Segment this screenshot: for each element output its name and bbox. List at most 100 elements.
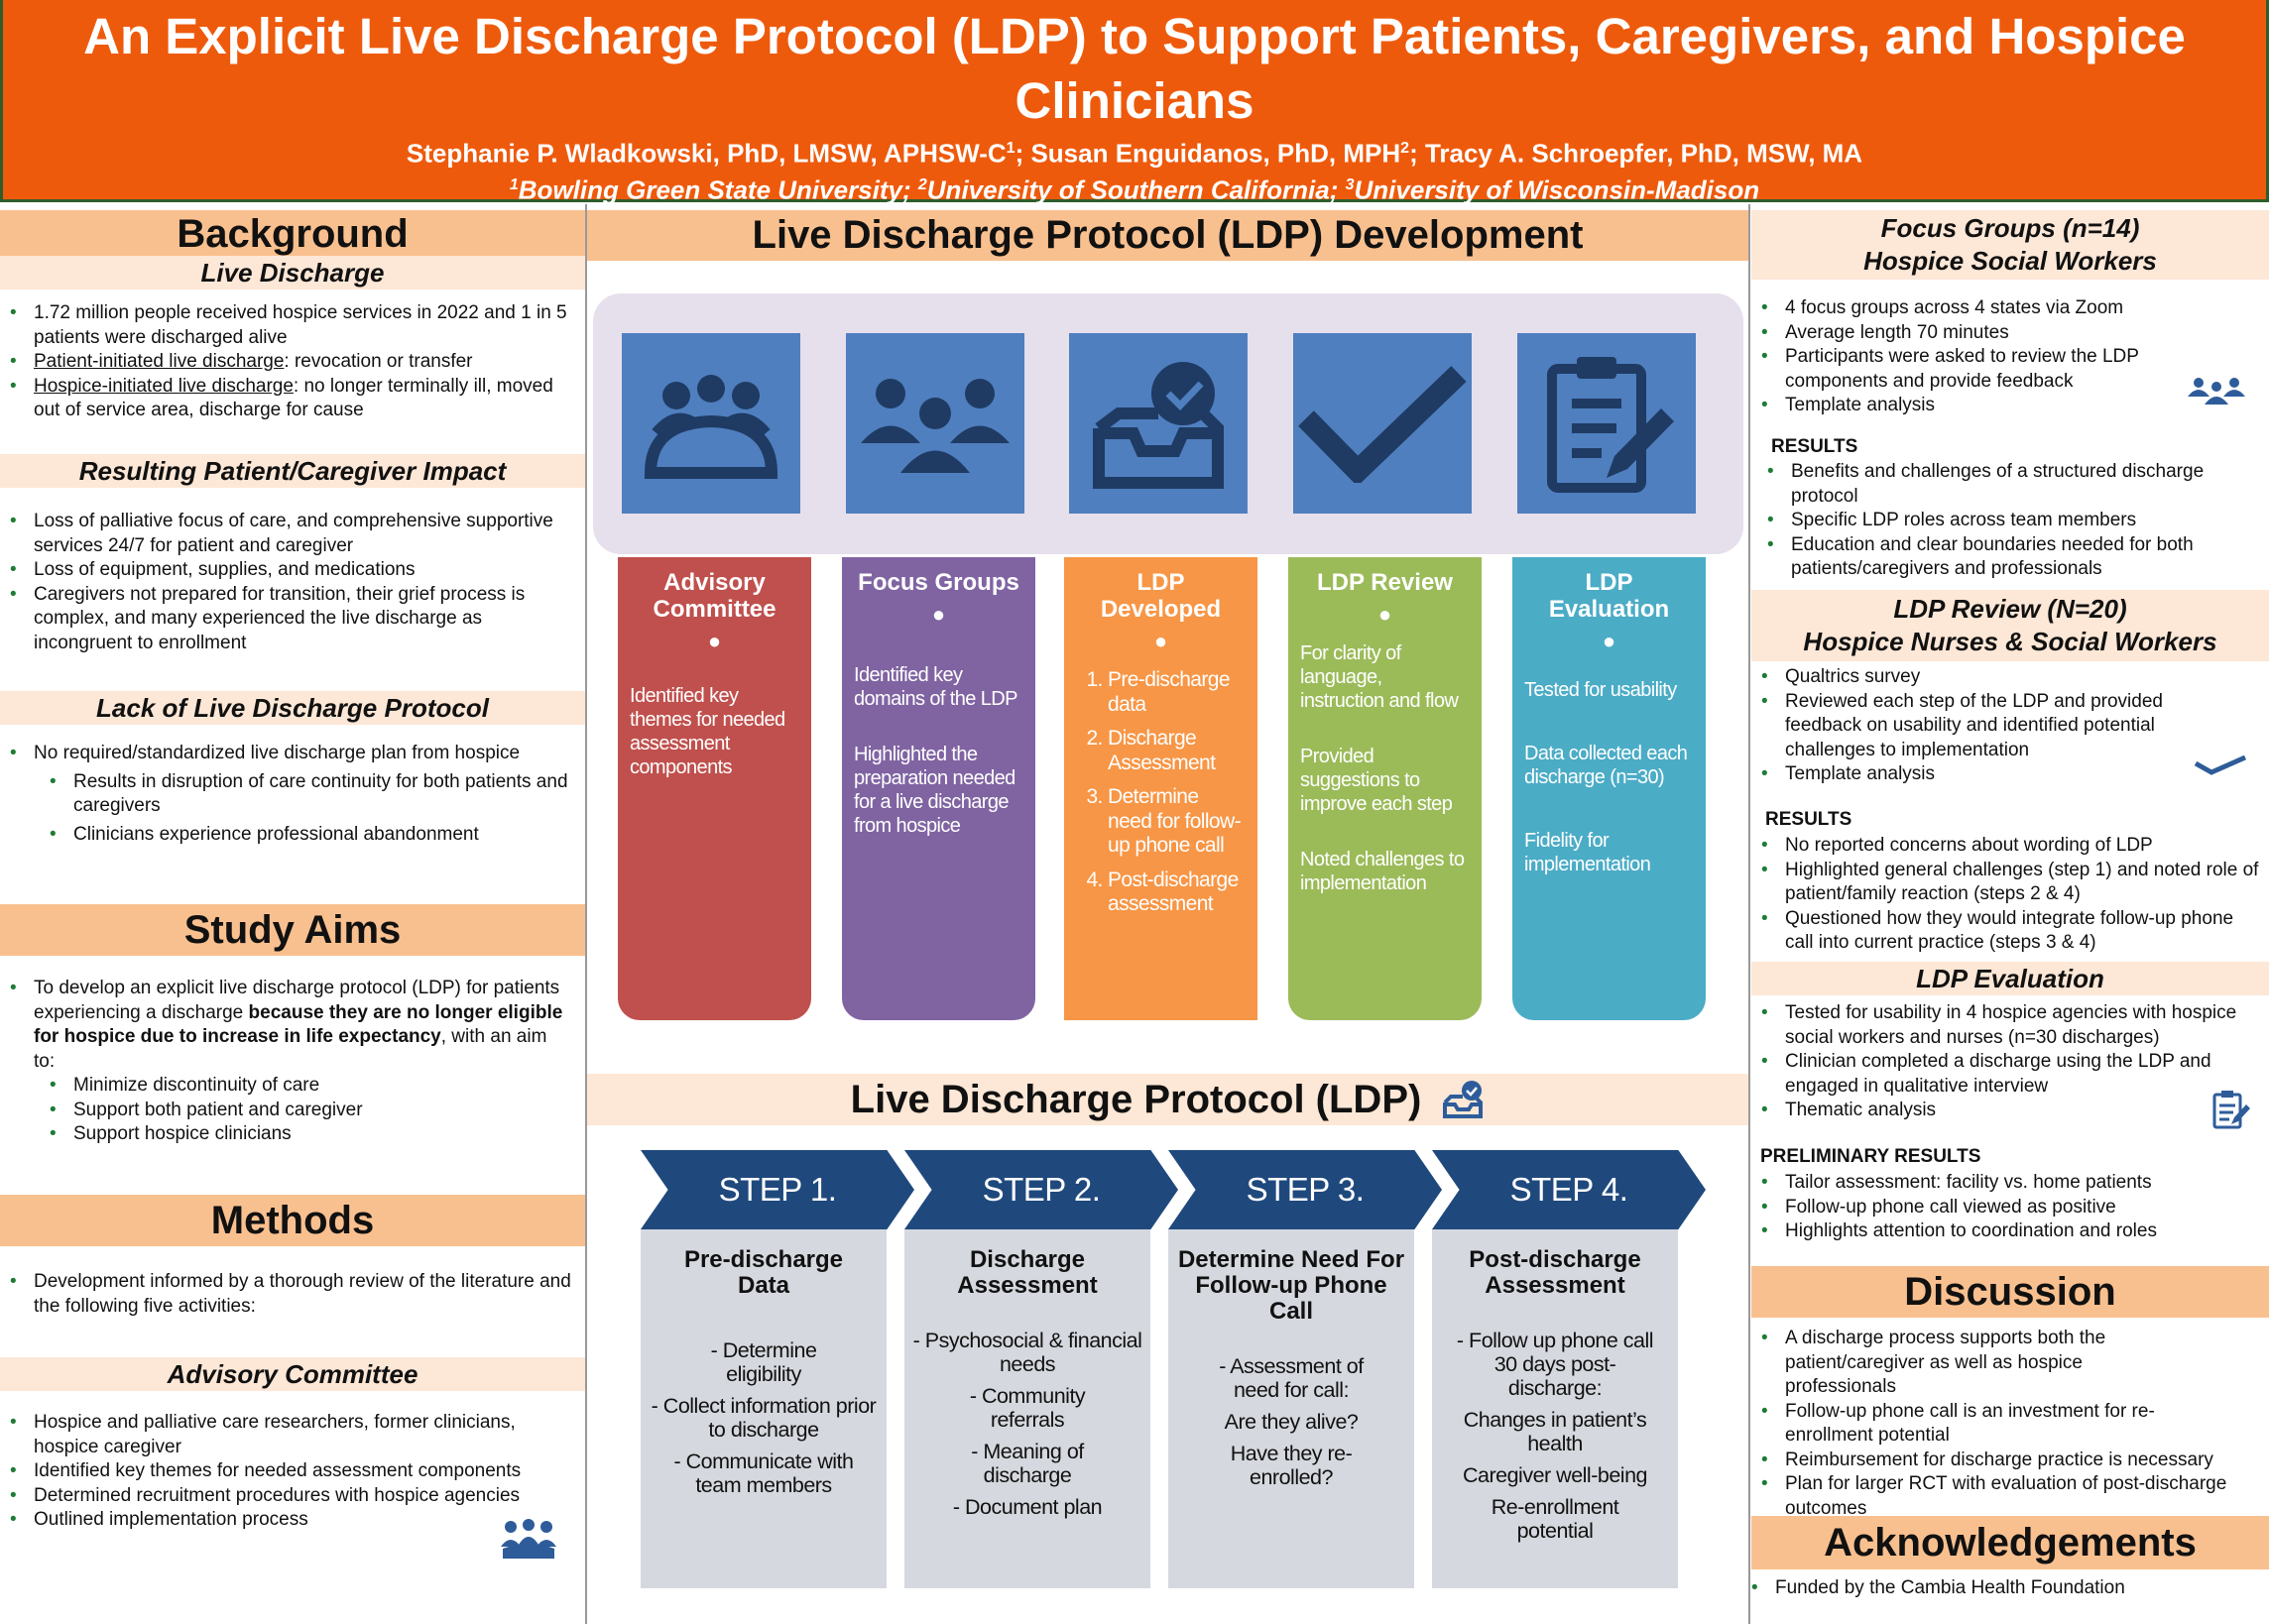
ldp-review-heading: LDP Review (N=20)Hospice Nurses & Social… bbox=[1751, 590, 2269, 661]
step-item: Discharge Assessment bbox=[1108, 727, 1246, 775]
definition: : no longer terminally ill, moved out of… bbox=[34, 375, 553, 421]
card-text: Data collected each discharge (n=30) bbox=[1524, 743, 1688, 788]
step-3-box: Determine Need For Follow-up Phone Call … bbox=[1168, 1229, 1414, 1588]
group-meeting-icon bbox=[501, 1519, 556, 1559]
author-sup: 1 bbox=[1006, 140, 1015, 157]
list-item: Loss of equipment, supplies, and medicat… bbox=[0, 558, 565, 583]
live-discharge-list: 1.72 million people received hospice ser… bbox=[0, 301, 580, 423]
people-icon bbox=[2188, 378, 2245, 405]
group-icon bbox=[846, 333, 1024, 514]
list-item: 4 focus groups across 4 states via Zoom bbox=[1751, 296, 2188, 321]
list-item: Thematic analysis bbox=[1751, 1099, 2269, 1123]
list-item: Reviewed each step of the LDP and provid… bbox=[1751, 690, 2208, 763]
step-title: Discharge Assessment bbox=[957, 1246, 1098, 1299]
aims-list: To develop an explicit live discharge pr… bbox=[0, 977, 570, 1147]
card-title: LDP Developed bbox=[1100, 569, 1222, 623]
ldp-steps-list: Pre-discharge data Discharge Assessment … bbox=[1076, 668, 1246, 917]
evaluation-list: Tested for usability in 4 hospice agenci… bbox=[1751, 1001, 2269, 1123]
review-list: Qualtrics survey Reviewed each step of t… bbox=[1751, 665, 2208, 787]
card-text: Noted challenges to implementation bbox=[1300, 849, 1465, 894]
list-item: Education and clear boundaries needed fo… bbox=[1757, 533, 2263, 582]
card-text: Identified key themes for needed assessm… bbox=[630, 685, 785, 778]
step-title: Post-discharge Assessment bbox=[1469, 1246, 1641, 1299]
step-line: Changes in patient’s health bbox=[1463, 1408, 1647, 1455]
step-title: Determine Need For Follow-up Phone Call bbox=[1177, 1246, 1405, 1325]
list-item: A discharge process supports both the pa… bbox=[1751, 1327, 2267, 1400]
aim-bold: because they are no longer eligible for … bbox=[34, 1001, 563, 1048]
term: Patient-initiated live discharge bbox=[34, 351, 285, 372]
list-item: Plan for larger RCT with evaluation of p… bbox=[1751, 1472, 2267, 1521]
aff-sup: 2 bbox=[917, 175, 927, 193]
acknowledgements-list: Funded by the Cambia Health Foundation bbox=[1741, 1576, 2257, 1601]
heading-line: Hospice Nurses & Social Workers bbox=[1803, 627, 2217, 656]
list-item: Loss of palliative focus of care, and co… bbox=[0, 510, 565, 558]
clipboard-icon bbox=[2212, 1091, 2250, 1129]
step-line: - Assessment of need for call: bbox=[1219, 1354, 1364, 1402]
ldp-development-heading: Live Discharge Protocol (LDP) Developmen… bbox=[587, 210, 1748, 261]
bullet-dot: ● bbox=[1153, 629, 1168, 653]
step-3-chevron: STEP 3. bbox=[1168, 1150, 1442, 1229]
review-results-list: No reported concerns about wording of LD… bbox=[1751, 834, 2262, 956]
step-line: - Determine eligibility bbox=[710, 1338, 817, 1386]
step-line: - Communicate with team members bbox=[673, 1450, 854, 1497]
affiliation: University of Southern California; bbox=[926, 174, 1346, 205]
list-item: No reported concerns about wording of LD… bbox=[1751, 834, 2262, 859]
step-item: Post-discharge assessment bbox=[1108, 869, 1246, 917]
step-2-box: Discharge Assessment - Psychosocial & fi… bbox=[904, 1229, 1150, 1588]
study-aims-heading: Study Aims bbox=[0, 904, 585, 956]
card-title: Focus Groups bbox=[858, 569, 1019, 596]
evaluation-results-list: Tailor assessment: facility vs. home pat… bbox=[1751, 1171, 2262, 1244]
affiliations: 1Bowling Green State University; 2Univer… bbox=[3, 170, 2266, 206]
step-4-box: Post-discharge Assessment - Follow up ph… bbox=[1432, 1229, 1678, 1588]
list-item: Template analysis bbox=[1751, 762, 2208, 787]
list-item: Follow-up phone call is an investment fo… bbox=[1751, 1400, 2267, 1449]
aim-text: , with an aim to: bbox=[34, 1026, 547, 1072]
list-item: Follow-up phone call viewed as positive bbox=[1751, 1196, 2262, 1220]
ldp-heading: Live Discharge Protocol (LDP) bbox=[587, 1074, 1748, 1125]
list-item: Participants were asked to review the LD… bbox=[1751, 345, 2188, 394]
list-item: Template analysis bbox=[1751, 394, 2188, 418]
bullet-dot: ● bbox=[931, 602, 946, 627]
preliminary-results-label: PRELIMINARY RESULTS bbox=[1760, 1146, 1981, 1167]
list-item: Identified key themes for needed assessm… bbox=[0, 1459, 580, 1484]
ldp-evaluation-heading: LDP Evaluation bbox=[1751, 962, 2269, 995]
poster-header: An Explicit Live Discharge Protocol (LDP… bbox=[0, 0, 2269, 204]
list-item: Support both patient and caregiver bbox=[0, 1099, 570, 1123]
list-item: Minimize discontinuity of care bbox=[0, 1074, 570, 1099]
inbox-check-icon bbox=[1069, 333, 1248, 514]
list-item: Highlighted general challenges (step 1) … bbox=[1751, 859, 2262, 907]
step-line: - Document plan bbox=[952, 1495, 1103, 1519]
list-item: 1.72 million people received hospice ser… bbox=[0, 301, 580, 350]
list-item: Tailor assessment: facility vs. home pat… bbox=[1751, 1171, 2262, 1196]
meeting-icon bbox=[622, 333, 800, 514]
step-line: - Meaning of discharge bbox=[971, 1440, 1084, 1487]
author-sup: 2 bbox=[1400, 140, 1410, 157]
lack-heading: Lack of Live Discharge Protocol bbox=[0, 691, 585, 725]
discussion-list: A discharge process supports both the pa… bbox=[1751, 1327, 2267, 1521]
authors: Stephanie P. Wladkowski, PhD, LMSW, APHS… bbox=[3, 133, 2266, 170]
impact-list: Loss of palliative focus of care, and co… bbox=[0, 510, 565, 655]
results-label: RESULTS bbox=[1765, 809, 1852, 830]
list-item: Tested for usability in 4 hospice agenci… bbox=[1751, 1001, 2269, 1050]
list-item: Hospice and palliative care researchers,… bbox=[0, 1411, 580, 1459]
author: ; Susan Enguidanos, PhD, MPH bbox=[1015, 138, 1401, 169]
step-item: Determine need for follow-up phone call bbox=[1108, 785, 1246, 859]
card-title: LDP Evaluation bbox=[1548, 569, 1670, 623]
column-divider bbox=[1748, 204, 1750, 1624]
step-line: - Community referrals bbox=[969, 1384, 1086, 1432]
impact-heading: Resulting Patient/Caregiver Impact bbox=[0, 454, 585, 488]
list-item: Questioned how they would integrate foll… bbox=[1751, 907, 2262, 956]
bullet-dot: ● bbox=[707, 629, 722, 653]
methods-list: Development informed by a thorough revie… bbox=[0, 1270, 580, 1319]
list-item: Clinicians experience professional aband… bbox=[0, 823, 580, 848]
step-line: Re-enrollment potential bbox=[1491, 1495, 1619, 1543]
list-item: Qualtrics survey bbox=[1751, 665, 2208, 690]
methods-heading: Methods bbox=[0, 1195, 585, 1246]
definition: : revocation or transfer bbox=[284, 351, 473, 372]
list-item: Development informed by a thorough revie… bbox=[0, 1270, 580, 1319]
list-item: No required/standardized live discharge … bbox=[0, 742, 580, 766]
checkmark-icon bbox=[1293, 333, 1472, 514]
live-discharge-heading: Live Discharge bbox=[0, 256, 585, 290]
advisory-list: Hospice and palliative care researchers,… bbox=[0, 1411, 580, 1533]
list-item: Funded by the Cambia Health Foundation bbox=[1741, 1576, 2257, 1601]
